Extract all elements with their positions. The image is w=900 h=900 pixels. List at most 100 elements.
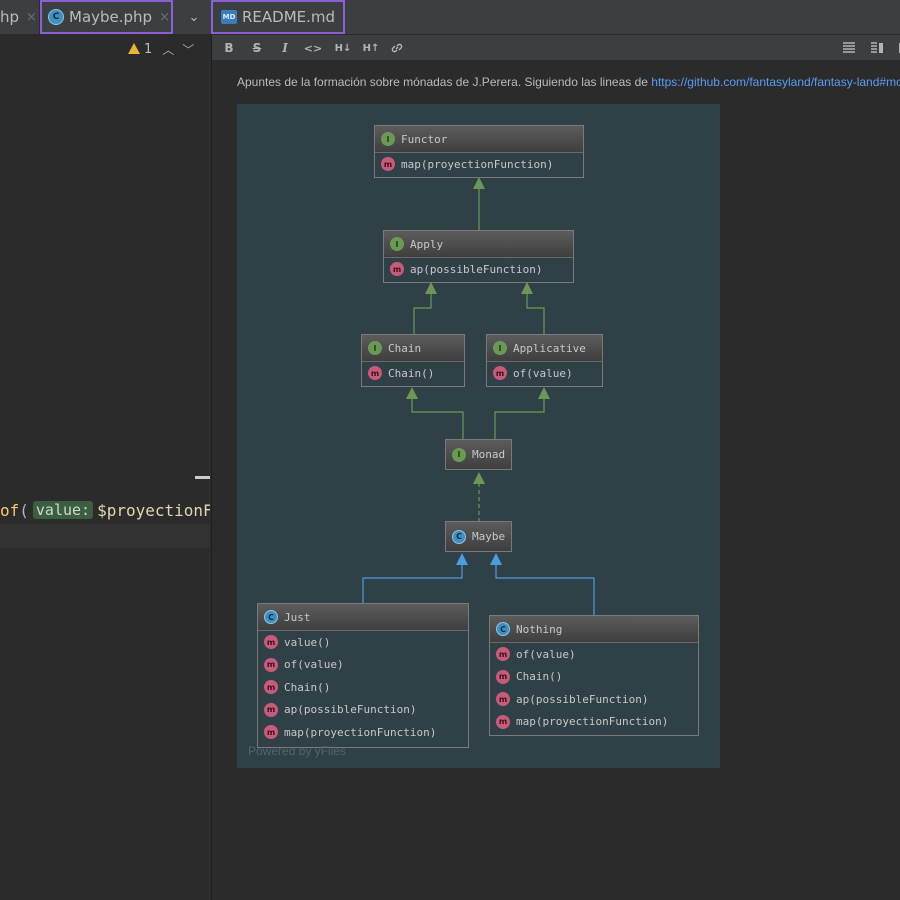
- class-icon: C: [496, 622, 510, 636]
- split-view-icon[interactable]: [868, 39, 886, 57]
- close-icon[interactable]: ×: [26, 9, 37, 25]
- method-name: map(proyectionFunction): [401, 157, 554, 171]
- tab-label: Maybe.php: [69, 8, 153, 26]
- node-title: Maybe: [472, 530, 506, 543]
- edge-monad-chain: [411, 392, 464, 440]
- markdown-toolbar: B S I <> H↓ H↑: [212, 35, 900, 60]
- interface-icon: I: [390, 237, 404, 251]
- arrow-monad: [473, 472, 485, 484]
- method-icon: m: [496, 647, 510, 662]
- tab-php-file[interactable]: hp ×: [0, 0, 40, 34]
- interface-icon: I: [452, 447, 466, 462]
- yfiles-watermark: Powered by yFiles: [248, 744, 347, 758]
- warning-icon: [128, 42, 140, 54]
- tab-maybe-php[interactable]: C Maybe.php ×: [40, 0, 173, 34]
- code-paren: (: [19, 500, 29, 520]
- current-line-highlight: [0, 524, 210, 548]
- italic-button[interactable]: I: [282, 41, 288, 55]
- node-title: Apply: [410, 237, 444, 251]
- edge-chain-apply: [413, 287, 432, 335]
- edge-applicative-apply: [526, 287, 545, 335]
- node-title: Functor: [401, 132, 448, 146]
- method-name: of(value): [513, 366, 573, 380]
- method-name: of(value): [284, 658, 344, 672]
- node-apply[interactable]: I Apply m ap(possibleFunction): [383, 230, 574, 283]
- tab-label: README.md: [242, 8, 336, 26]
- arrow-maybe-right: [490, 553, 502, 565]
- preview-only-view-icon[interactable]: [894, 39, 900, 57]
- param-hint: value:: [32, 501, 94, 519]
- markdown-file-icon: MD: [221, 10, 237, 24]
- method-icon: m: [390, 262, 404, 277]
- edge-just-maybe: [362, 562, 463, 604]
- fantasy-land-link[interactable]: https://github.com/fantasyland/fantasy-l…: [651, 75, 900, 89]
- code-argument: $proyectionFu: [97, 500, 210, 520]
- arrow-chain: [406, 387, 418, 399]
- edge-monad-applicative: [494, 392, 545, 440]
- strikethrough-button[interactable]: S: [252, 41, 262, 55]
- editor-caret-marker: [195, 476, 210, 479]
- method-icon: m: [264, 702, 278, 717]
- node-title: Just: [284, 610, 311, 624]
- method-name: ap(possibleFunction): [410, 262, 543, 276]
- edge-nothing-maybe: [495, 562, 595, 616]
- link-icon[interactable]: [388, 39, 406, 57]
- node-maybe[interactable]: C Maybe: [445, 521, 512, 552]
- method-name: Chain(): [388, 366, 435, 380]
- diagram-edges: [362, 177, 595, 616]
- php-class-icon: C: [48, 9, 64, 25]
- chevron-down-icon: ⌄: [188, 9, 200, 25]
- node-title: Applicative: [513, 341, 586, 355]
- warning-count: 1: [144, 41, 153, 57]
- method-name: Chain(): [516, 670, 563, 684]
- inspection-widget[interactable]: 1 ︿ ﹀: [128, 38, 199, 60]
- tab-readme-md[interactable]: MD README.md: [211, 0, 345, 34]
- method-icon: m: [264, 657, 278, 672]
- node-title: Monad: [472, 448, 506, 461]
- interface-icon: I: [493, 341, 507, 355]
- interface-icon: I: [368, 341, 382, 355]
- code-function-name: of: [0, 500, 20, 520]
- decrease-heading-button[interactable]: H↓: [334, 42, 352, 54]
- method-icon: m: [264, 635, 278, 650]
- arrow-applicative: [538, 387, 550, 399]
- chevron-up-icon[interactable]: ︿: [162, 42, 175, 57]
- tab-list-dropdown[interactable]: ⌄: [178, 0, 210, 34]
- method-name: ap(possibleFunction): [284, 703, 417, 717]
- chevron-down-icon[interactable]: ﹀: [182, 42, 195, 57]
- tab-label: hp: [0, 8, 20, 26]
- method-icon: m: [493, 366, 507, 381]
- arrow-maybe-left: [456, 553, 468, 565]
- method-name: value(): [284, 635, 331, 649]
- node-applicative[interactable]: I Applicative m of(value): [486, 334, 603, 387]
- class-icon: C: [264, 610, 278, 624]
- node-title: Nothing: [516, 622, 563, 636]
- method-icon: m: [264, 725, 278, 740]
- arrow-apply-left: [425, 282, 437, 294]
- bold-button[interactable]: B: [224, 41, 234, 55]
- code-button[interactable]: <>: [303, 41, 323, 55]
- readme-paragraph: Apuntes de la formación sobre mónadas de…: [237, 75, 900, 89]
- node-monad[interactable]: I Monad: [445, 439, 512, 470]
- method-name: Chain(): [284, 680, 331, 694]
- code-line[interactable]: of ( value: $proyectionFu: [0, 498, 210, 522]
- markdown-preview: B S I <> H↓ H↑ Apuntes de la formación s…: [211, 35, 900, 900]
- close-icon[interactable]: ×: [159, 9, 170, 25]
- method-icon: m: [496, 669, 510, 684]
- method-icon: m: [496, 692, 510, 707]
- method-name: map(proyectionFunction): [284, 725, 437, 739]
- arrow-apply-right: [521, 282, 533, 294]
- increase-heading-button[interactable]: H↑: [362, 42, 380, 54]
- editor-only-view-icon[interactable]: [840, 39, 858, 57]
- method-name: map(proyectionFunction): [516, 715, 669, 729]
- code-editor[interactable]: [0, 35, 210, 900]
- method-icon: m: [496, 714, 510, 729]
- class-icon: C: [452, 529, 466, 544]
- method-icon: m: [264, 680, 278, 695]
- arrow-functor: [473, 177, 485, 189]
